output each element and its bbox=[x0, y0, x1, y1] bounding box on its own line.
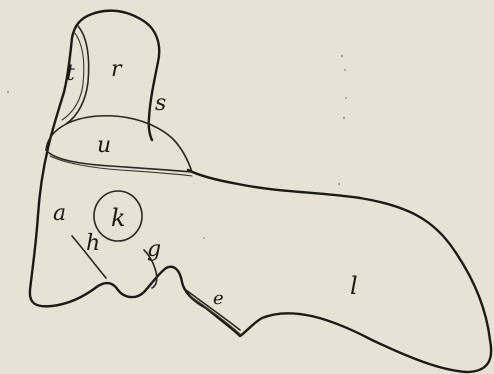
label-h: h bbox=[86, 231, 100, 256]
label-r: r bbox=[111, 57, 123, 82]
label-k: k bbox=[111, 204, 126, 232]
label-a: a bbox=[53, 201, 66, 226]
label-s: s bbox=[155, 91, 166, 116]
label-u: u bbox=[97, 133, 111, 158]
label-e: e bbox=[213, 288, 224, 309]
label-t: t bbox=[66, 61, 75, 86]
label-g: g bbox=[147, 237, 161, 262]
label-l: l bbox=[350, 272, 358, 300]
